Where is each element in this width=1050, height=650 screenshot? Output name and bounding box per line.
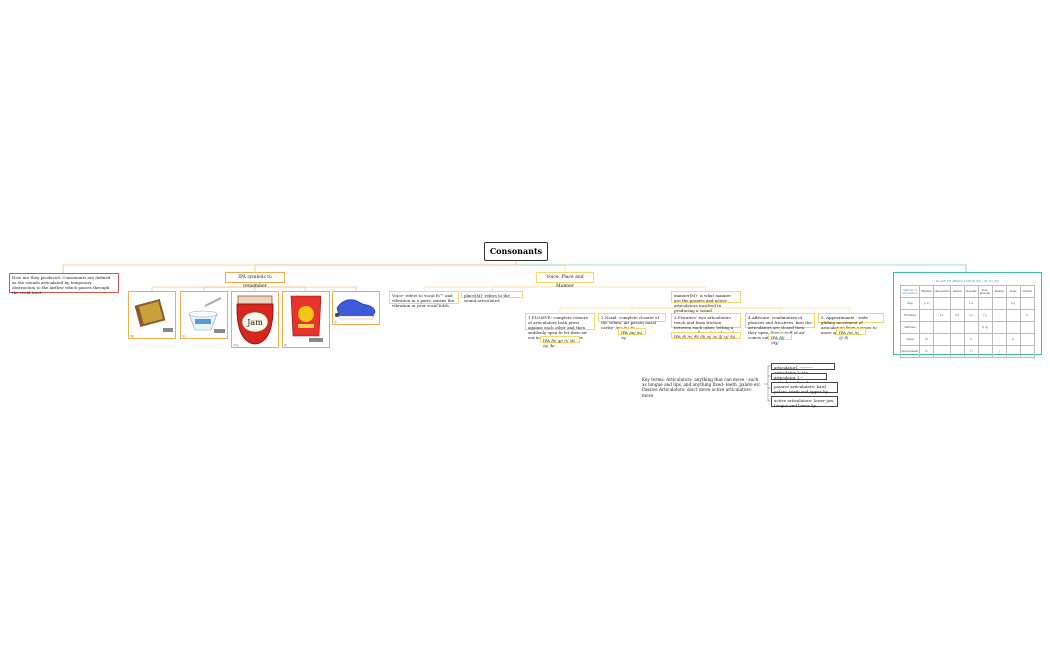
col-header: Velar [1005, 285, 1021, 298]
table-cell [949, 297, 965, 310]
table-cell [991, 309, 1007, 322]
col-header: Bilabial [919, 285, 934, 298]
table-cell [1005, 321, 1021, 334]
table-cell: r l [963, 345, 979, 358]
table-cell [949, 345, 965, 358]
chips-bag-icon [290, 295, 323, 342]
key-term-item[interactable]: active articulators- lower jaw, tongue a… [771, 396, 838, 408]
table-cell [933, 333, 951, 346]
affricate-node[interactable]: 4.Affricate- combination of plosives and… [745, 313, 815, 340]
row-header: Fricative [900, 309, 920, 322]
col-header: Palatal [991, 285, 1007, 298]
table-cell: h [1019, 309, 1035, 322]
key-term-item[interactable]: passive articulators- hard palate, teeth… [771, 382, 838, 394]
table-cell [977, 333, 993, 346]
nasal-node[interactable]: 2.Nasal- complete closure of the velum; … [598, 313, 666, 330]
table-cell: n [963, 333, 979, 346]
table-cell [977, 345, 993, 358]
table-cell: p b [919, 297, 934, 310]
fricative-examples[interactable]: IPA /f/ /v/ /θ/ /ð/ /s/ /z/ /ʃ/ /ʒ/ /h/ [671, 332, 741, 339]
table-cell: ʃ ʒ [977, 309, 993, 322]
table-cell: tʃ dʒ [977, 321, 993, 334]
col-header: Alveolar [963, 285, 979, 298]
chocolate-tag: /tʃ/ [130, 334, 135, 338]
voice-note[interactable]: Voice- refers to vocal fo™ and vibration… [389, 291, 459, 308]
plosive-node[interactable]: 1.PLOSIVE- complete closure of articulat… [525, 313, 595, 340]
table-cell: j [991, 345, 1007, 358]
ipa-side-label: Manner of articulation [900, 285, 920, 298]
col-header: Labiodental [933, 285, 951, 298]
approximant-examples[interactable]: IPA /w/ /r/ /j/ /l/ [836, 328, 866, 340]
root-topic[interactable]: Consonants [484, 242, 548, 261]
row-header: Approximant [900, 345, 920, 358]
definition-node[interactable]: How are they produced: Consonants are de… [9, 273, 119, 295]
ipa-chart-table: Manner of articulation Bilabial Labioden… [900, 285, 1035, 358]
manner-intro-node[interactable]: manner(M)- is what manner are the passiv… [671, 291, 741, 313]
table-cell [1019, 321, 1035, 334]
table-cell: ŋ [1005, 333, 1021, 346]
table-cell [933, 321, 951, 334]
shoes-icon [335, 299, 376, 320]
key-terms-node[interactable]: Key terms- Articulators- anything that c… [640, 376, 764, 398]
shoes-image[interactable]: /ʃ/ [332, 291, 380, 325]
table-cell [1005, 345, 1021, 358]
row-header: Nasal [900, 333, 920, 346]
yogurt-image[interactable]: /j/ [180, 291, 228, 339]
table-cell [991, 333, 1007, 346]
fricative-node[interactable]: 3.Fricative- two articulators touch and … [671, 313, 741, 340]
place-note[interactable]: place(M)- refers to the sound articulate… [461, 291, 523, 303]
chocolate-image[interactable]: /tʃ/ [128, 291, 176, 339]
plosive-examples[interactable]: IPA /b/ /p/ /t/ /d/ /g/ /k/ [540, 336, 580, 348]
chips-tag: /ʃ/ [284, 343, 287, 347]
table-cell: t d [963, 297, 979, 310]
table-cell: f v [933, 309, 951, 322]
yogurt-icon [188, 297, 225, 333]
table-cell [1005, 309, 1021, 322]
table-cell [949, 333, 965, 346]
table-cell [1019, 345, 1035, 358]
row-header: Stop [900, 297, 920, 310]
table-cell [919, 321, 934, 334]
chips-image[interactable]: /ʃ/ [282, 291, 330, 348]
table-cell [991, 321, 1007, 334]
col-header: Glottal [1019, 285, 1035, 298]
yogurt-tag: /j/ [182, 334, 185, 338]
table-cell: w [919, 345, 934, 358]
table-cell [1019, 333, 1035, 346]
row-header: Affricate [900, 321, 920, 334]
affricate-examples[interactable]: IPA /tʃ/ /dʒ/ [768, 333, 792, 345]
jam-label: Jam [246, 318, 263, 327]
shoes-tag: /ʃ/ [334, 320, 337, 324]
table-cell [933, 297, 951, 310]
table-cell [919, 309, 934, 322]
chocolate-icon [134, 299, 173, 332]
voice-place-manner-node[interactable]: Voice, Place and Manner [536, 272, 594, 289]
col-header: Post-alveolar [977, 285, 993, 298]
jam-jar-icon: Jam [236, 295, 274, 345]
nasal-examples[interactable]: IPA /m/ /n/ /ŋ/ [618, 328, 646, 340]
table-cell [933, 345, 951, 358]
ipa-symbols-node[interactable]: IPA symbols to remember [225, 272, 285, 289]
jam-image[interactable]: Jam /dʒ/ [231, 291, 279, 348]
table-cell: m [919, 333, 934, 346]
col-header: Dental [949, 285, 965, 298]
key-term-item[interactable]: articulator 1 -- articulator 2 -- close [771, 373, 827, 385]
jam-tag: /dʒ/ [233, 343, 239, 347]
table-cell: k g [1005, 297, 1021, 310]
key-term-item[interactable]: articulator1 ---------- articulator 2- l… [771, 363, 835, 375]
table-cell: s z [963, 309, 979, 322]
table-cell: θ ð [949, 309, 965, 322]
table-cell [991, 297, 1007, 310]
table-cell [963, 321, 979, 334]
table-cell [1019, 297, 1035, 310]
table-cell [949, 321, 965, 334]
approximant-node[interactable]: 5. Approximants - wide gliding movement … [818, 313, 884, 335]
ipa-chart-title: PLACE OF ARTICULATION (M) / (P) (V) (M) [936, 279, 999, 283]
table-cell [977, 297, 993, 310]
ipa-chart-node[interactable]: PLACE OF ARTICULATION (M) / (P) (V) (M) … [893, 272, 1042, 358]
